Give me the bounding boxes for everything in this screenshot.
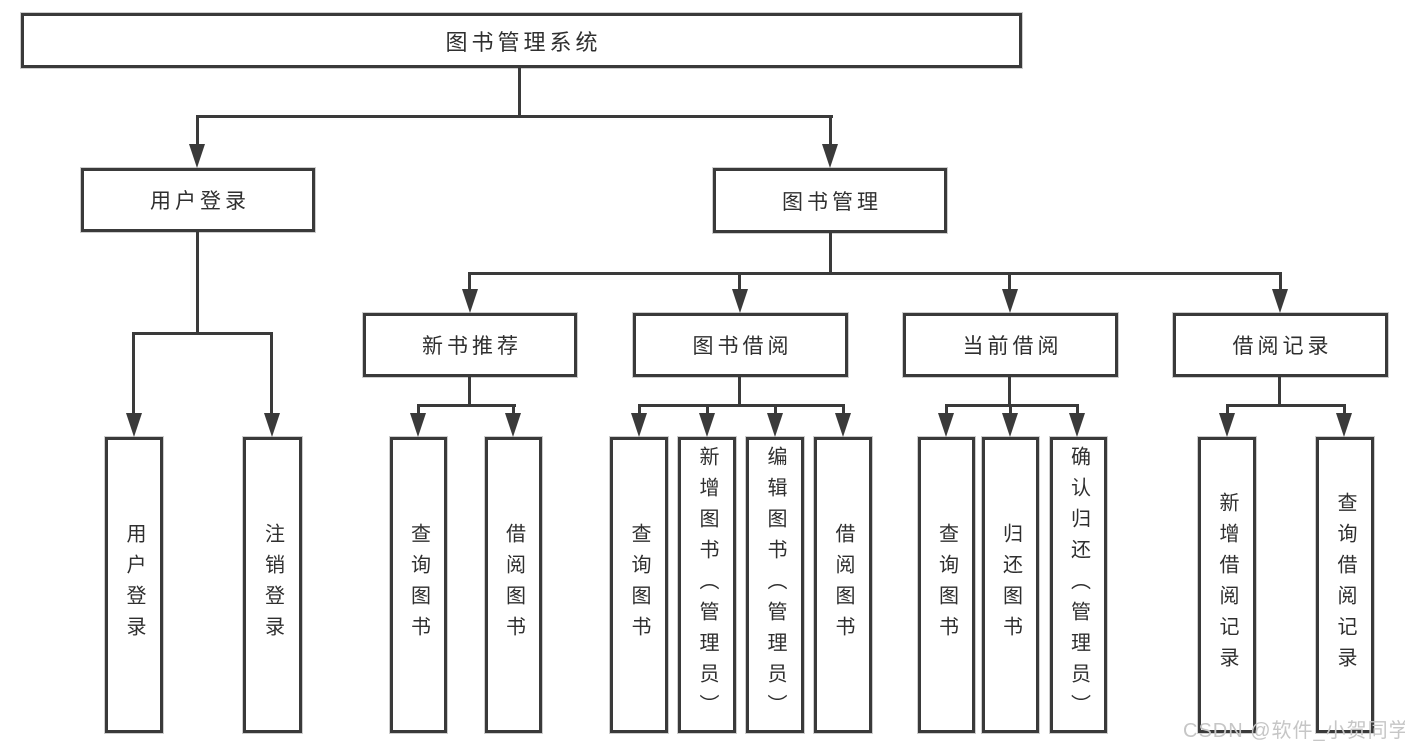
arrowhead-down-icon xyxy=(1219,413,1235,437)
connector xyxy=(132,332,273,335)
connector xyxy=(706,404,709,416)
arrowhead-down-icon xyxy=(938,413,954,437)
connector xyxy=(638,404,845,407)
connector xyxy=(774,404,777,416)
leaf-bookborrow-edit-admin: 编辑图书（管理员） xyxy=(746,437,804,733)
csdn-watermark: CSDN @软件_小贺同学 xyxy=(1183,720,1405,742)
arrowhead-down-icon xyxy=(822,144,838,168)
arrowhead-down-icon xyxy=(1272,289,1288,313)
connector xyxy=(196,232,199,335)
arrowhead-down-icon xyxy=(1336,413,1352,437)
connector xyxy=(1226,404,1229,416)
connector xyxy=(196,115,199,148)
leaf-newbook-borrow: 借阅图书 xyxy=(485,437,542,733)
arrowhead-down-icon xyxy=(699,413,715,437)
connector xyxy=(738,377,741,407)
arrowhead-down-icon xyxy=(462,289,478,313)
node-root: 图书管理系统 xyxy=(21,13,1022,68)
connector xyxy=(1279,272,1282,292)
arrowhead-down-icon xyxy=(189,144,205,168)
connector xyxy=(512,404,515,416)
connector xyxy=(1076,404,1079,416)
arrowhead-down-icon xyxy=(835,413,851,437)
connector xyxy=(197,115,833,118)
connector xyxy=(1009,404,1012,416)
connector xyxy=(738,272,741,292)
connector xyxy=(417,404,516,407)
arrowhead-down-icon xyxy=(767,413,783,437)
leaf-currentborrow-query: 查询图书 xyxy=(918,437,975,733)
connector xyxy=(417,404,420,416)
connector xyxy=(270,332,273,414)
arrowhead-down-icon xyxy=(126,413,142,437)
arrowhead-down-icon xyxy=(264,413,280,437)
node-book-mgmt: 图书管理 xyxy=(713,168,947,233)
arrowhead-down-icon xyxy=(410,413,426,437)
leaf-currentborrow-confirm-admin: 确认归还（管理员） xyxy=(1050,437,1107,733)
leaf-newbook-query: 查询图书 xyxy=(390,437,447,733)
leaf-logout-login: 注销登录 xyxy=(243,437,302,733)
leaf-user-login: 用户登录 xyxy=(105,437,163,733)
connector xyxy=(1008,377,1011,407)
connector xyxy=(1278,377,1281,407)
connector xyxy=(945,404,948,416)
node-current-borrow: 当前借阅 xyxy=(903,313,1118,377)
connector xyxy=(518,68,521,118)
leaf-bookborrow-add-admin: 新增图书（管理员） xyxy=(678,437,736,733)
node-new-book: 新书推荐 xyxy=(363,313,577,377)
connector xyxy=(132,332,135,414)
leaf-bookborrow-borrow: 借阅图书 xyxy=(814,437,872,733)
connector xyxy=(468,272,471,292)
connector xyxy=(1226,404,1346,407)
arrowhead-down-icon xyxy=(631,413,647,437)
arrowhead-down-icon xyxy=(505,413,521,437)
connector xyxy=(1343,404,1346,416)
arrowhead-down-icon xyxy=(1002,413,1018,437)
leaf-record-add: 新增借阅记录 xyxy=(1198,437,1256,733)
node-user-login: 用户登录 xyxy=(81,168,315,232)
leaf-currentborrow-return: 归还图书 xyxy=(982,437,1039,733)
connector xyxy=(1008,272,1011,292)
connector xyxy=(638,404,641,416)
connector xyxy=(468,272,1282,275)
leaf-bookborrow-query: 查询图书 xyxy=(610,437,668,733)
connector xyxy=(468,377,471,407)
arrowhead-down-icon xyxy=(1002,289,1018,313)
node-book-borrow: 图书借阅 xyxy=(633,313,848,377)
leaf-record-query: 查询借阅记录 xyxy=(1316,437,1374,733)
connector xyxy=(842,404,845,416)
arrowhead-down-icon xyxy=(1069,413,1085,437)
connector xyxy=(829,115,832,148)
connector xyxy=(829,233,832,275)
node-borrow-record: 借阅记录 xyxy=(1173,313,1388,377)
arrowhead-down-icon xyxy=(732,289,748,313)
connector xyxy=(945,404,1079,407)
